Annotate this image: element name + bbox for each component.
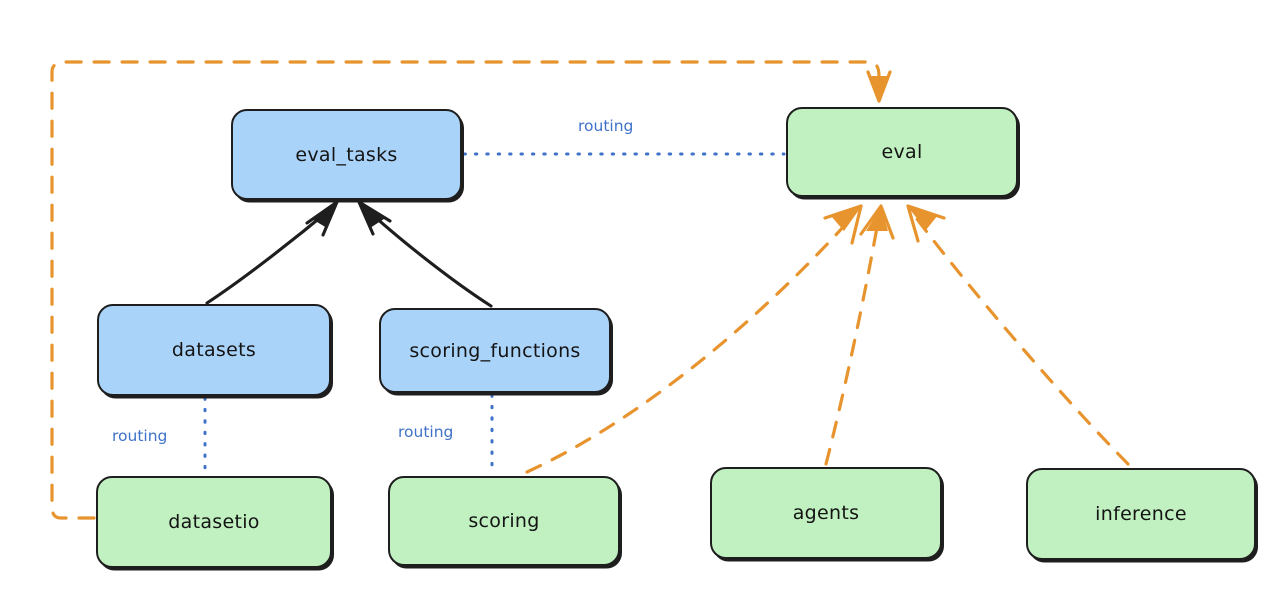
- edge-agents-to-eval: [824, 204, 895, 466]
- node-agents[interactable]: agents: [710, 467, 942, 559]
- node-inference[interactable]: inference: [1026, 468, 1256, 560]
- edge-scoring_functions-to-eval_tasks: [357, 200, 493, 308]
- node-label-eval: eval: [881, 141, 923, 163]
- node-label-datasetio: datasetio: [168, 511, 260, 533]
- node-label-eval-tasks: eval_tasks: [295, 143, 398, 166]
- edge-inference-to-eval: [906, 204, 1130, 466]
- node-scoring-functions[interactable]: scoring_functions: [379, 308, 611, 393]
- node-eval[interactable]: eval: [786, 107, 1018, 197]
- edge-label-routing-datasets: routing: [112, 427, 168, 445]
- node-label-datasets: datasets: [171, 339, 257, 361]
- node-label-scoring: scoring: [468, 510, 540, 532]
- edge-label-routing-scoring-functions: routing: [398, 423, 454, 441]
- edge-datasetio-to-eval: [50, 60, 892, 520]
- node-datasetio[interactable]: datasetio: [96, 476, 332, 568]
- node-label-inference: inference: [1095, 503, 1187, 525]
- node-datasets[interactable]: datasets: [97, 304, 331, 396]
- node-label-scoring-functions: scoring_functions: [409, 339, 581, 362]
- node-label-agents: agents: [792, 502, 860, 524]
- edge-label-routing-eval-tasks: routing: [578, 117, 634, 135]
- node-eval-tasks[interactable]: eval_tasks: [231, 109, 462, 200]
- node-scoring[interactable]: scoring: [388, 476, 620, 566]
- edge-datasets-to-eval_tasks: [205, 200, 339, 305]
